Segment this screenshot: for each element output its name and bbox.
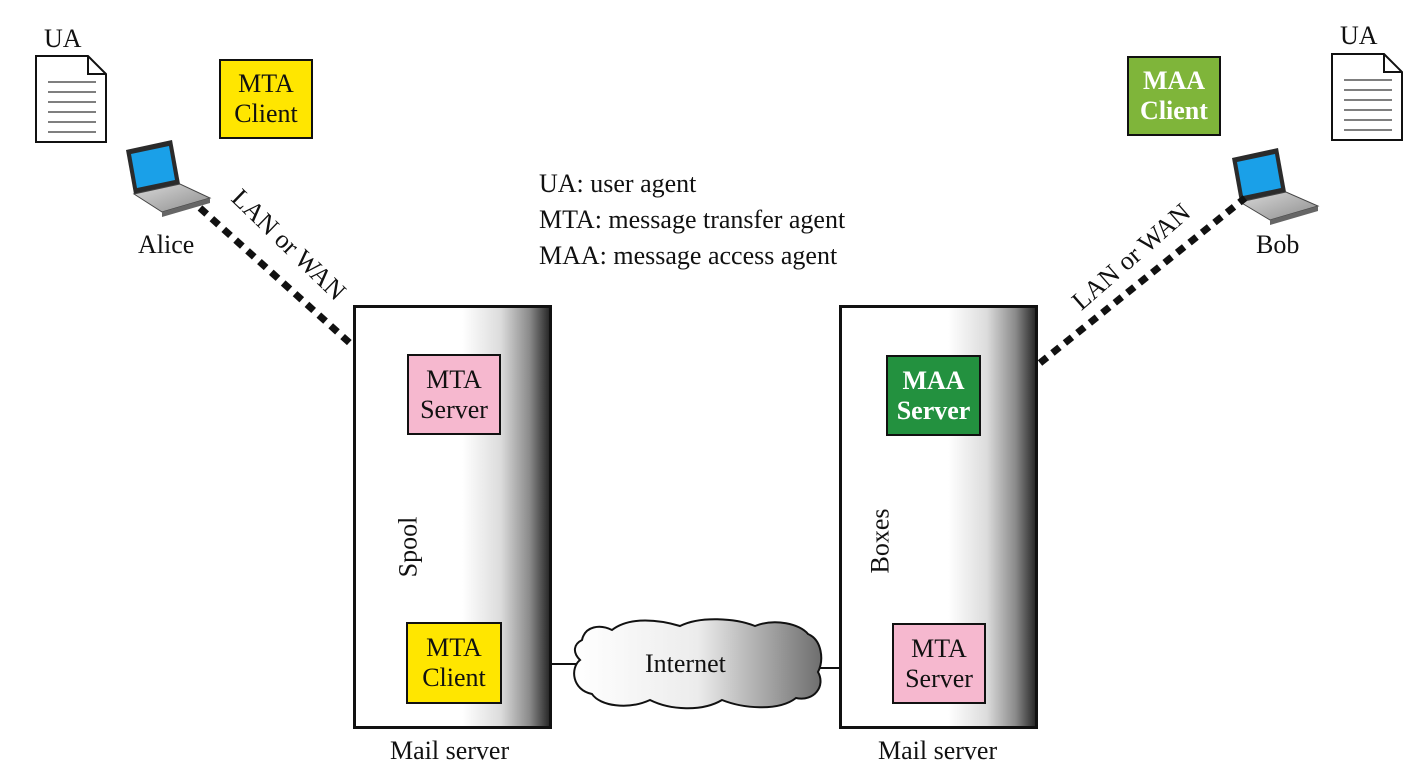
legend-ua: UA: user agent <box>539 169 697 198</box>
alice-ua-label: UA <box>44 24 82 53</box>
sender-mail-server-caption: Mail server <box>390 736 510 765</box>
bob-ua-label: UA <box>1340 21 1378 50</box>
spool-label: Spool <box>393 516 423 578</box>
document-icon <box>35 55 107 143</box>
boxes-label: Boxes <box>865 508 895 574</box>
legend-mta: MTA: message transfer agent <box>539 205 846 234</box>
bob-link-line <box>1037 195 1248 366</box>
internet-label: Internet <box>645 649 726 678</box>
legend: UA: user agent MTA: message transfer age… <box>539 166 845 274</box>
laptop-icon <box>1232 148 1320 225</box>
alice-name-label: Alice <box>138 230 195 259</box>
document-icon <box>1331 53 1403 141</box>
legend-maa: MAA: message access agent <box>539 241 838 270</box>
receiver-mail-server-caption: Mail server <box>878 736 998 765</box>
cloud-icon <box>573 618 823 710</box>
alice-link-line <box>197 205 355 348</box>
bob-name-label: Bob <box>1256 230 1300 259</box>
laptop-icon <box>126 140 212 217</box>
